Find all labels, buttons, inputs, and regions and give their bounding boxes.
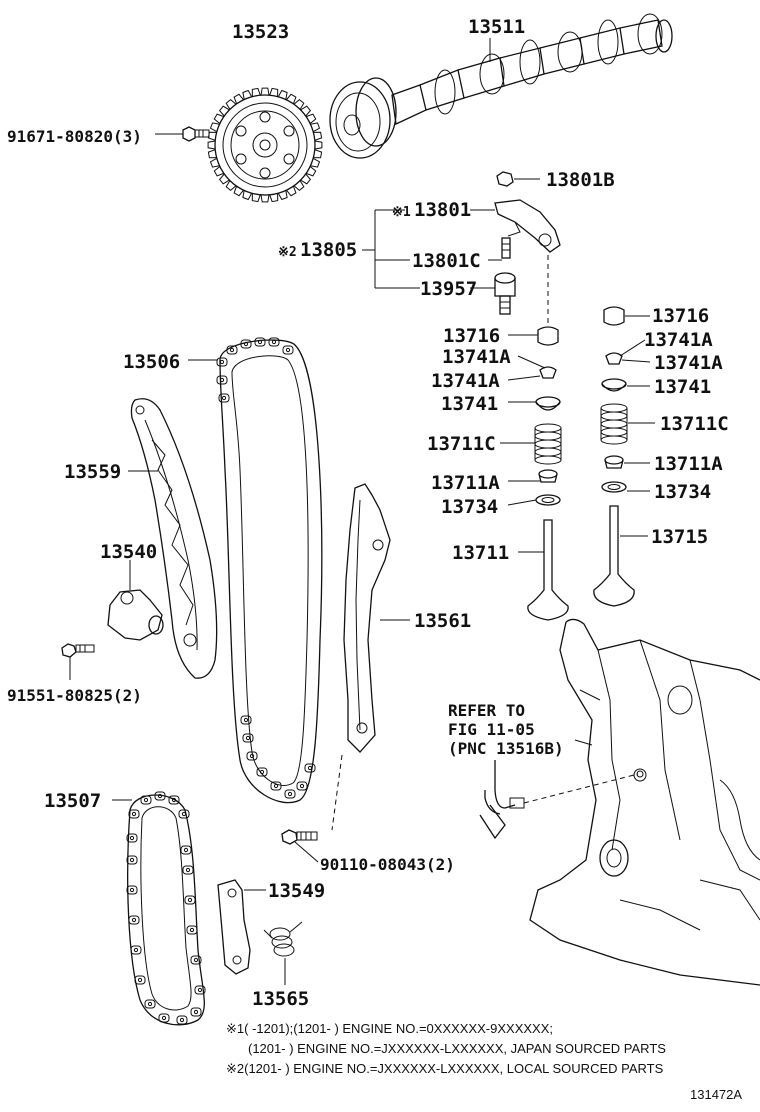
refer-line-3: (PNC 13516B) bbox=[448, 739, 564, 758]
figure-id: 131472A bbox=[690, 1087, 742, 1102]
label-13549: 13549 bbox=[268, 880, 325, 902]
timing-chain-13506 bbox=[188, 337, 323, 804]
label-13741-left: 13741 bbox=[441, 393, 498, 415]
label-13741-right: 13741 bbox=[654, 376, 711, 398]
part-labels: 13523 13511 91671-80820(3) 13801B ※1 138… bbox=[7, 16, 729, 1010]
label-13711C-left: 13711C bbox=[427, 433, 496, 455]
label-13741A-left-2: 13741A bbox=[431, 370, 500, 392]
label-13716-left: 13716 bbox=[443, 325, 500, 347]
label-13507: 13507 bbox=[44, 790, 101, 812]
valve-stack-left bbox=[500, 326, 569, 621]
label-13716-right: 13716 bbox=[652, 305, 709, 327]
label-13561: 13561 bbox=[414, 610, 471, 632]
mark-2: ※2 bbox=[278, 245, 297, 260]
label-13741A-right-2: 13741A bbox=[654, 352, 723, 374]
label-13734-right: 13734 bbox=[654, 481, 711, 503]
label-13805: 13805 bbox=[300, 239, 357, 261]
bracket-13805 bbox=[362, 209, 420, 289]
label-13711A-right: 13711A bbox=[654, 453, 723, 475]
label-13711A-left: 13711A bbox=[431, 472, 500, 494]
label-13741A-right-1: 13741A bbox=[644, 329, 713, 351]
bolt-13801C bbox=[488, 237, 511, 261]
damper-13549 bbox=[217, 879, 266, 975]
label-13801C: 13801C bbox=[412, 250, 481, 272]
cam-sprocket-13523 bbox=[207, 87, 323, 203]
label-13711C-right: 13711C bbox=[660, 413, 729, 435]
refer-line-2: FIG 11-05 bbox=[448, 720, 535, 739]
bolt-90110 bbox=[281, 829, 319, 863]
footnote-1: ※1( -1201);(1201- ) ENGINE NO.=0XXXXXX-9… bbox=[226, 1021, 553, 1036]
cylinder-block bbox=[529, 618, 760, 986]
label-13523: 13523 bbox=[232, 21, 289, 43]
oil-pump-chain-13507 bbox=[112, 791, 206, 1026]
rocker-arm-13801 bbox=[470, 199, 561, 253]
footnote-3: ※2(1201- ) ENGINE NO.=JXXXXXX-LXXXXXX, L… bbox=[226, 1061, 664, 1076]
footnote-2: (1201- ) ENGINE NO.=JXXXXXX-LXXXXXX, JAP… bbox=[248, 1041, 666, 1056]
label-13711: 13711 bbox=[452, 542, 509, 564]
label-13559: 13559 bbox=[64, 461, 121, 483]
label-13801: 13801 bbox=[414, 199, 471, 221]
camshaft-13511 bbox=[329, 13, 673, 159]
label-13734-left: 13734 bbox=[441, 496, 498, 518]
label-13801B: 13801B bbox=[546, 169, 615, 191]
label-13957: 13957 bbox=[420, 278, 477, 300]
label-91551: 91551-80825(2) bbox=[7, 686, 142, 705]
label-13741A-left-1: 13741A bbox=[442, 346, 511, 368]
nut-13801B bbox=[496, 171, 540, 187]
refer-line-1: REFER TO bbox=[448, 701, 525, 720]
label-13540: 13540 bbox=[100, 541, 157, 563]
mark-1: ※1 bbox=[392, 205, 411, 220]
oil-jet-hose bbox=[479, 760, 644, 840]
label-90110: 90110-08043(2) bbox=[320, 855, 455, 874]
lash-adjuster-13957 bbox=[470, 272, 516, 315]
label-13715: 13715 bbox=[651, 526, 708, 548]
footnotes: ※1( -1201);(1201- ) ENGINE NO.=0XXXXXX-9… bbox=[226, 1021, 742, 1102]
bolt-91551 bbox=[61, 643, 95, 680]
valve-stack-right bbox=[593, 306, 655, 607]
spring-13565 bbox=[263, 921, 303, 985]
label-91671: 91671-80820(3) bbox=[7, 127, 142, 146]
label-13511: 13511 bbox=[468, 16, 525, 38]
label-13565: 13565 bbox=[252, 988, 309, 1010]
label-13506: 13506 bbox=[123, 351, 180, 373]
chain-guide-13561 bbox=[343, 483, 410, 753]
tensioner-13540 bbox=[107, 560, 164, 641]
bolt-91671 bbox=[155, 126, 210, 142]
chain-guide-13559 bbox=[128, 398, 218, 679]
